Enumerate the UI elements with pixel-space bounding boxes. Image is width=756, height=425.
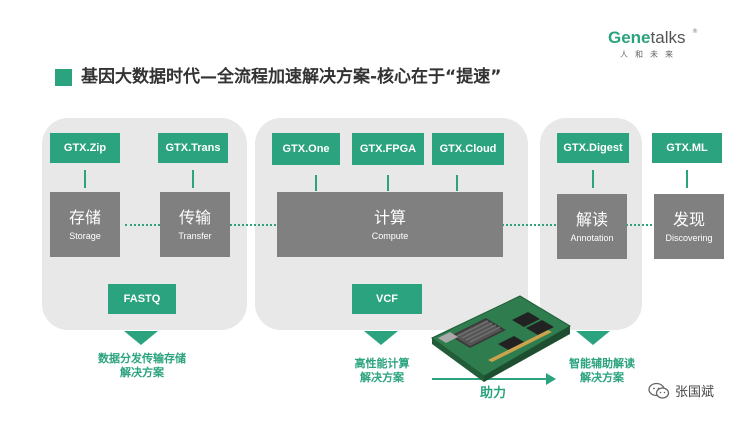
connector-digest	[592, 170, 594, 188]
stage-storage-en: Storage	[69, 230, 101, 241]
stage-transfer: 传输 Transfer	[160, 192, 230, 257]
stage-annotation-en: Annotation	[570, 232, 614, 243]
gtx-trans-box: GTX.Trans	[158, 133, 228, 163]
solution-smart-line2: 解决方案	[580, 371, 624, 384]
stage-transfer-en: Transfer	[178, 230, 212, 241]
stage-annotation-zh: 解读	[575, 209, 608, 229]
stage-discovering-zh: 发现	[672, 209, 705, 229]
stage-compute: 计算 Compute	[277, 192, 503, 257]
solution-smart-line1: 智能辅助解读	[569, 357, 635, 370]
arrow-down-data	[124, 331, 158, 345]
logo-registered-mark: ®	[692, 28, 698, 35]
solution-smart-label: 智能辅助解读 解决方案	[554, 357, 650, 385]
stage-discovering-en: Discovering	[665, 232, 713, 243]
wechat-icon	[648, 382, 670, 399]
gtx-digest-box: GTX.Digest	[557, 133, 629, 163]
stage-storage: 存储 Storage	[50, 192, 120, 257]
stage-transfer-zh: 传输	[178, 207, 211, 227]
watermark-text: 张国斌	[675, 385, 715, 400]
stage-compute-en: Compute	[371, 230, 409, 241]
connector-zip	[84, 170, 86, 188]
stage-storage-zh: 存储	[68, 207, 101, 227]
logo-gene-text: Gene	[608, 28, 651, 47]
gtx-zip-box: GTX.Zip	[50, 133, 120, 163]
vcf-box: VCF	[352, 284, 422, 314]
solution-data-label: 数据分发传输存储 解决方案	[92, 352, 192, 380]
connector-cloud	[456, 175, 458, 191]
solution-hpc-line2: 解决方案	[360, 371, 404, 384]
fastq-box: FASTQ	[108, 284, 176, 314]
gtx-ml-box: GTX.ML	[652, 133, 722, 163]
logo-tagline: 人和未来	[620, 50, 680, 59]
gtx-fpga-box: GTX.FPGA	[352, 133, 424, 165]
stage-compute-zh: 计算	[373, 207, 406, 227]
connector-ml	[686, 170, 688, 188]
solution-hpc-line1: 高性能计算	[354, 357, 410, 370]
stage-annotation: 解读 Annotation	[557, 194, 627, 259]
solution-hpc-label: 高性能计算 解决方案	[344, 357, 420, 385]
connector-trans	[192, 170, 194, 188]
fpga-card-image	[431, 295, 571, 382]
genetalks-logo: Genetalks ® 人和未来	[608, 28, 698, 60]
solution-data-line1: 数据分发传输存储	[98, 352, 186, 365]
stage-discovering: 发现 Discovering	[654, 194, 724, 259]
arrow-down-smart	[576, 331, 610, 345]
connector-one	[315, 175, 317, 191]
gtx-one-box: GTX.One	[272, 133, 340, 165]
title-marker	[55, 69, 72, 86]
logo-talks-text: talks	[650, 28, 686, 47]
arrow-down-hpc	[364, 331, 398, 345]
connector-fpga	[387, 175, 389, 191]
boost-label: 助力	[480, 386, 507, 401]
gtx-cloud-box: GTX.Cloud	[432, 133, 504, 165]
boost-arrow-head	[546, 373, 556, 385]
page-title: 基因大数据时代—全流程加速解决方案-核心在于“提速”	[81, 67, 502, 87]
solution-data-line2: 解决方案	[120, 366, 164, 379]
watermark: 张国斌	[648, 381, 714, 400]
logo-wordmark: Genetalks	[608, 28, 686, 48]
